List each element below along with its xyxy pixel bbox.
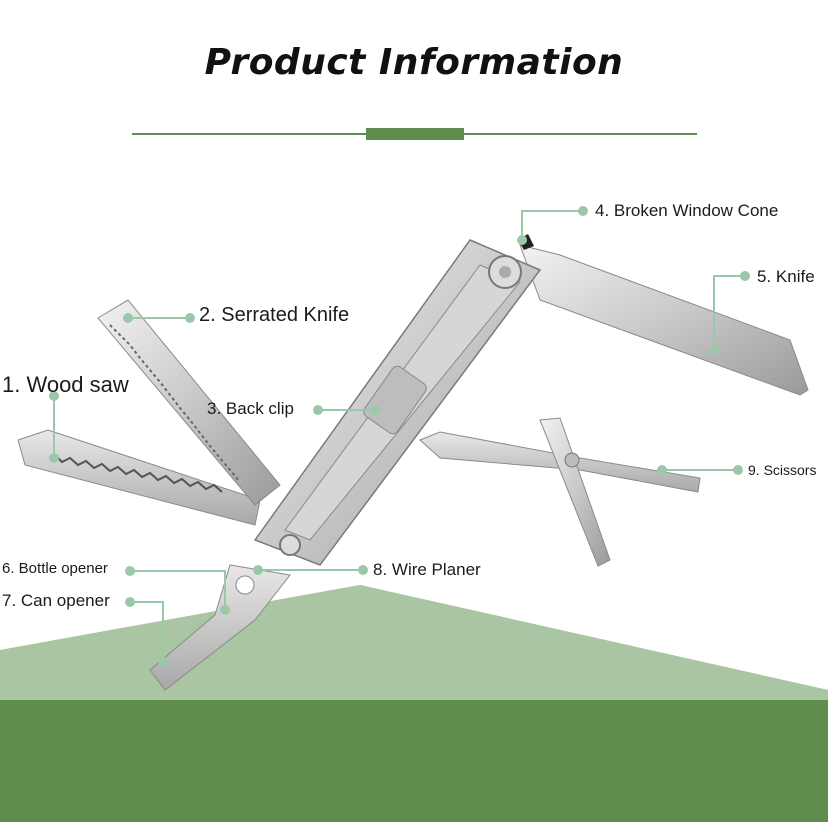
leader-dots [49,206,750,667]
label-can-opener: 7. Can opener [2,591,110,610]
scissors-tool [419,417,701,567]
table-base [0,700,828,822]
table-top-fill [0,585,828,700]
label-back-clip: 3. Back clip [207,399,294,418]
serrated-knife-tool [97,299,281,506]
label-wire-planer: 8. Wire Planer [373,560,481,579]
label-wood-saw: 1. Wood saw [2,372,129,397]
leader-lines [53,210,745,662]
opener-tool [149,564,291,691]
wood-saw-tool [17,429,261,526]
label-knife: 5. Knife [757,267,815,286]
label-broken-window-cone: 4. Broken Window Cone [595,201,779,220]
label-scissors: 9. Scissors [748,462,817,478]
page-title: Product Information [204,42,624,83]
title-divider-accent [366,128,464,140]
knife-blade-tool [519,244,809,396]
label-bottle-opener: 6. Bottle opener [2,560,108,577]
label-serrated-knife: 2. Serrated Knife [199,304,350,326]
tool-handle [253,234,542,566]
